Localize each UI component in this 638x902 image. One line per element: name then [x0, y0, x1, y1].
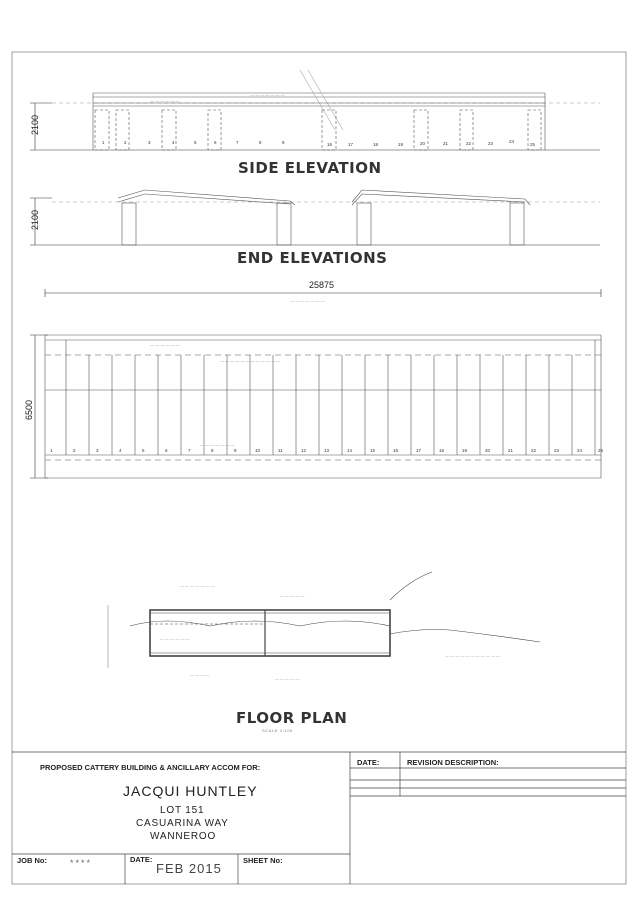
plan-bay-number: 22 [531, 448, 537, 453]
floor-plan-scale: SCALE 1:100 [262, 728, 293, 733]
overall-length-note: — — — — — — — [290, 298, 325, 303]
date-value: FEB 2015 [156, 861, 222, 876]
plan-bay-number: 24 [577, 448, 583, 453]
plan-bay-number: 25 [598, 448, 604, 453]
plan-bay-number: 8 [211, 448, 214, 453]
side-bay-number: 25 [530, 142, 536, 147]
plan-bay-number: 7 [188, 448, 191, 453]
plan-bay-number: 9 [234, 448, 237, 453]
address-line-1: LOT 151 [160, 805, 205, 816]
revision-date-header: DATE: [357, 758, 380, 767]
client-name: JACQUI HUNTLEY [123, 783, 258, 799]
plan-bay-number: 15 [370, 448, 376, 453]
side-bay-number: 8 [259, 140, 262, 145]
side-bay-number: 1 [102, 140, 105, 145]
plan-bay-number: 6 [165, 448, 168, 453]
floor-plan-note-5: — — — — — [275, 676, 299, 681]
side-bay-number: 6 [214, 140, 217, 145]
side-bay-number: 24 [509, 139, 515, 144]
plan-bay-number: 2 [73, 448, 76, 453]
floor-plan-note-1: — — — — — — — [180, 583, 215, 588]
plan-bay-number: 19 [462, 448, 468, 453]
side-elevation-drawing [30, 69, 600, 151]
roof-plan-note-3: — — — — — — — [200, 442, 235, 447]
plan-bay-number: 14 [347, 448, 353, 453]
floor-plan-note-3: — — — — — — [160, 636, 190, 641]
side-bay-number: 23 [488, 141, 494, 146]
plan-bay-number: 4 [119, 448, 122, 453]
address-line-2: CASUARINA WAY [136, 818, 229, 829]
floor-plan-title: FLOOR PLAN [236, 709, 348, 727]
side-bay-number: 21 [443, 141, 449, 146]
plan-bay-number: 20 [485, 448, 491, 453]
side-bay-number: 19 [398, 142, 404, 147]
plan-bay-number: 17 [416, 448, 422, 453]
roof-plan-note-1: — — — — — — [150, 342, 180, 347]
roof-plan-note-2: — — — — — — — — — — — — [220, 358, 280, 363]
revision-description-header: REVISION DESCRIPTION: [407, 758, 499, 767]
floor-plan-drawing [107, 571, 541, 668]
sheet-no-label: SHEET No: [243, 856, 283, 865]
side-bay-number: 7 [236, 140, 239, 145]
plan-bay-number: 13 [324, 448, 330, 453]
side-bay-number: 2 [124, 140, 127, 145]
plan-bay-number: 1 [50, 448, 53, 453]
floor-plan-note-4: — — — — [190, 672, 209, 677]
side-bay-number: 20 [420, 141, 426, 146]
project-heading: PROPOSED CATTERY BUILDING & ANCILLARY AC… [40, 763, 261, 772]
side-elevation-roof-note: — — — — — — — [250, 92, 285, 97]
side-bay-number: 3 [148, 140, 151, 145]
end-height-dimension: 2100 [30, 209, 40, 231]
side-bay-number: 18 [373, 142, 379, 147]
side-elevation-title: SIDE ELEVATION [238, 159, 382, 177]
side-bay-number: 5 [194, 140, 197, 145]
plan-bay-number: 11 [278, 448, 283, 453]
plan-bay-number: 23 [554, 448, 560, 453]
job-no-label: JOB No: [17, 856, 47, 865]
floor-plan-note-6: — — — — — — — — — — — [445, 653, 500, 658]
roof-plan-drawing [30, 334, 602, 479]
date-label: DATE: [130, 855, 153, 864]
plan-bay-number: 10 [255, 448, 261, 453]
end-elevations-drawing [30, 189, 600, 246]
side-bay-number: 17 [348, 142, 354, 147]
end-elevations-title: END ELEVATIONS [237, 249, 388, 267]
plan-bay-number: 21 [508, 448, 514, 453]
plan-bay-number: 16 [393, 448, 399, 453]
title-block-frame [12, 751, 626, 884]
floor-plan-note-2: — — — — — [280, 593, 304, 598]
overall-length-dimension [44, 289, 602, 297]
plan-bay-number: 12 [301, 448, 307, 453]
overall-length-dimension-text: 25875 [309, 280, 335, 290]
side-bay-number: 4 [172, 140, 175, 145]
side-bay-number: 9 [282, 140, 285, 145]
plan-bay-number: 3 [96, 448, 99, 453]
side-height-dimension: 2100 [30, 114, 40, 136]
side-bay-number: 16 [327, 142, 333, 147]
side-elevation-wall-note: — — — — — — [150, 98, 180, 103]
side-bay-number: 22 [466, 141, 472, 146]
overall-width-dimension: 6500 [24, 399, 34, 421]
plan-bay-number: 18 [439, 448, 445, 453]
plan-bay-number: 5 [142, 448, 145, 453]
job-no-value: **** [70, 858, 93, 868]
address-line-3: WANNEROO [150, 831, 217, 842]
